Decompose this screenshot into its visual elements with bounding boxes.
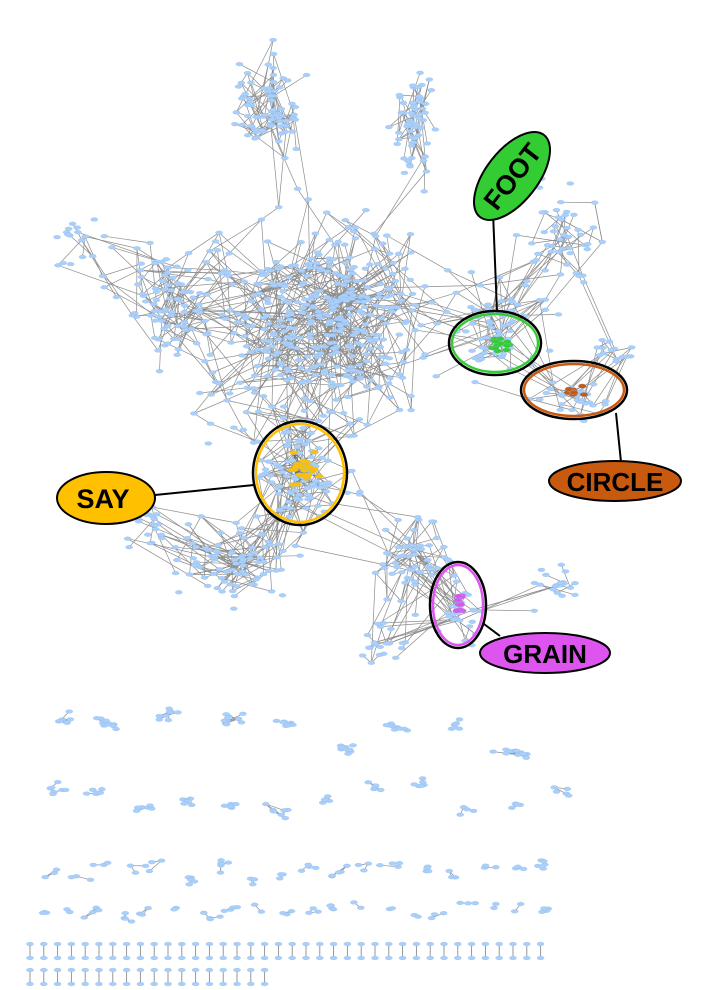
foot-cluster-highlight: [447, 309, 543, 377]
grain-label: GRAIN: [503, 639, 587, 669]
say-label-bubble: SAY: [56, 471, 156, 525]
circle-label-bubble: CIRCLE: [548, 460, 682, 502]
grain-label-bubble: GRAIN: [479, 632, 611, 674]
circle-cluster-highlight: [519, 359, 629, 421]
circle-connector: [615, 412, 622, 463]
network-nodes: [26, 37, 636, 987]
foot-connector: [492, 211, 498, 313]
foot-label-bubble: FOOT: [472, 131, 552, 221]
say-cluster-highlight: [251, 419, 349, 527]
say-label: SAY: [76, 484, 129, 514]
grain-cluster-highlight: [428, 560, 488, 650]
grain-connector: [483, 623, 501, 637]
say-connector: [154, 484, 255, 496]
highlighted-cluster-nodes: [287, 336, 589, 614]
circle-label: CIRCLE: [567, 467, 664, 497]
